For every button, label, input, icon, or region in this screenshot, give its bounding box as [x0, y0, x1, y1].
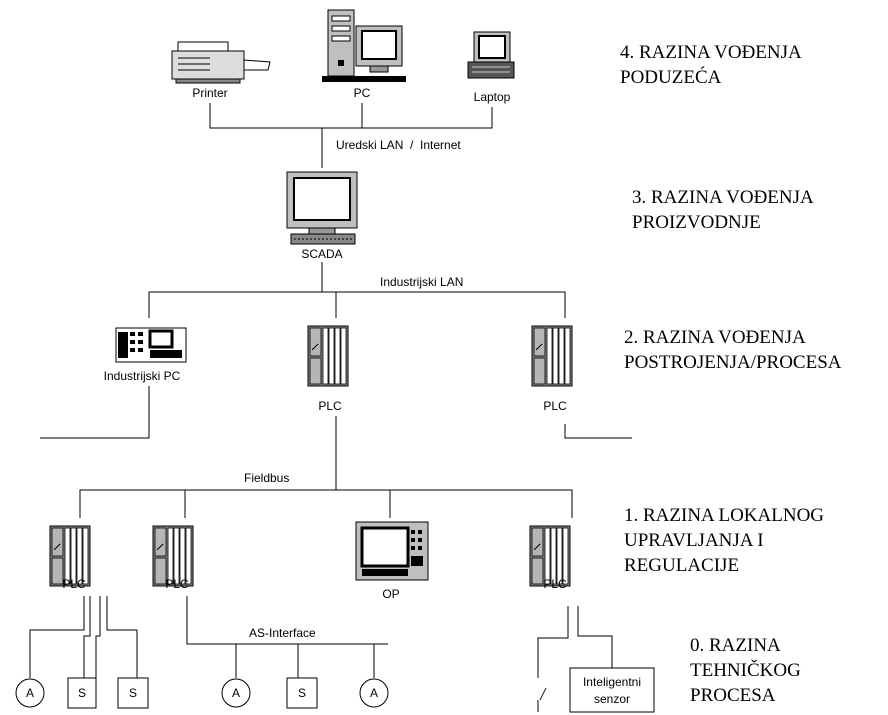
svg-text:S: S: [129, 686, 137, 700]
plc-label: PLC: [543, 399, 567, 413]
pc-tower-icon: [327, 9, 355, 77]
svg-text:S: S: [298, 686, 306, 700]
fieldbus-label: Fieldbus: [244, 471, 289, 485]
sensor-icon: S: [286, 677, 318, 709]
plc-label: PLC: [318, 399, 342, 413]
sensor-icon: S: [67, 677, 97, 709]
op-label: OP: [382, 587, 399, 601]
laptop-icon: [467, 31, 515, 79]
pc-monitor-icon: [322, 25, 406, 82]
plc1-field-wiring: [29, 596, 138, 678]
smart-sensor-label-line2: senzor: [594, 692, 630, 706]
scada-workstation-icon: [286, 171, 358, 245]
svg-text:A: A: [370, 686, 378, 700]
office-lan-label: Uredski LAN / Internet: [336, 138, 461, 152]
fieldbus-bus: [79, 416, 573, 518]
as-interface-bus: [186, 596, 388, 678]
industrial-pc-link: [40, 386, 150, 439]
plc-right-link: [564, 424, 632, 439]
laptop-label: Laptop: [474, 90, 511, 104]
as-interface-label: AS-Interface: [249, 626, 316, 640]
industrial-lan-bus: [148, 262, 566, 318]
industrial-lan-label: Industrijski LAN: [380, 275, 463, 289]
sensor-icon: S: [117, 677, 149, 709]
operator-panel-icon: [355, 521, 429, 581]
level-2-caption: 2. RAZINA VOĐENJA POSTROJENJA/PROCESA: [624, 327, 842, 373]
level-4-caption: 4. RAZINA VOĐENJA PODUZEĆA: [620, 42, 802, 88]
industrial-pc-label: Industrijski PC: [104, 369, 181, 383]
plc-rack-icon: [307, 325, 349, 387]
switch-contact-icon: [537, 687, 547, 712]
actuator-icon: A: [221, 678, 251, 708]
smart-sensor-box: Inteligentni senzor: [569, 667, 655, 713]
level-0-caption: 0. RAZINA TEHNIČKOG PROCESA: [690, 635, 801, 706]
plc-label: PLC: [165, 577, 189, 591]
scada-label: SCADA: [301, 247, 342, 261]
actuator-icon: A: [359, 678, 389, 708]
industrial-pc-icon: [115, 327, 187, 363]
pc-label: PC: [354, 86, 371, 100]
plc-rack-icon: [531, 325, 573, 387]
smart-sensor-label-line1: Inteligentni: [583, 675, 641, 689]
svg-text:S: S: [78, 686, 86, 700]
plc-label: PLC: [62, 577, 86, 591]
svg-text:A: A: [26, 686, 34, 700]
plc-label: PLC: [543, 577, 567, 591]
office-lan-bus: [209, 103, 493, 168]
svg-text:A: A: [232, 686, 240, 700]
level-1-caption: 1. RAZINA LOKALNOG UPRAVLJANJA I REGULAC…: [624, 505, 825, 576]
printer-label: Printer: [192, 86, 227, 100]
actuator-icon: A: [15, 678, 45, 708]
level-3-caption: 3. RAZINA VOĐENJA PROIZVODNJE: [632, 187, 814, 233]
plc4-field-wiring: [537, 606, 613, 678]
printer-icon: [171, 41, 271, 84]
